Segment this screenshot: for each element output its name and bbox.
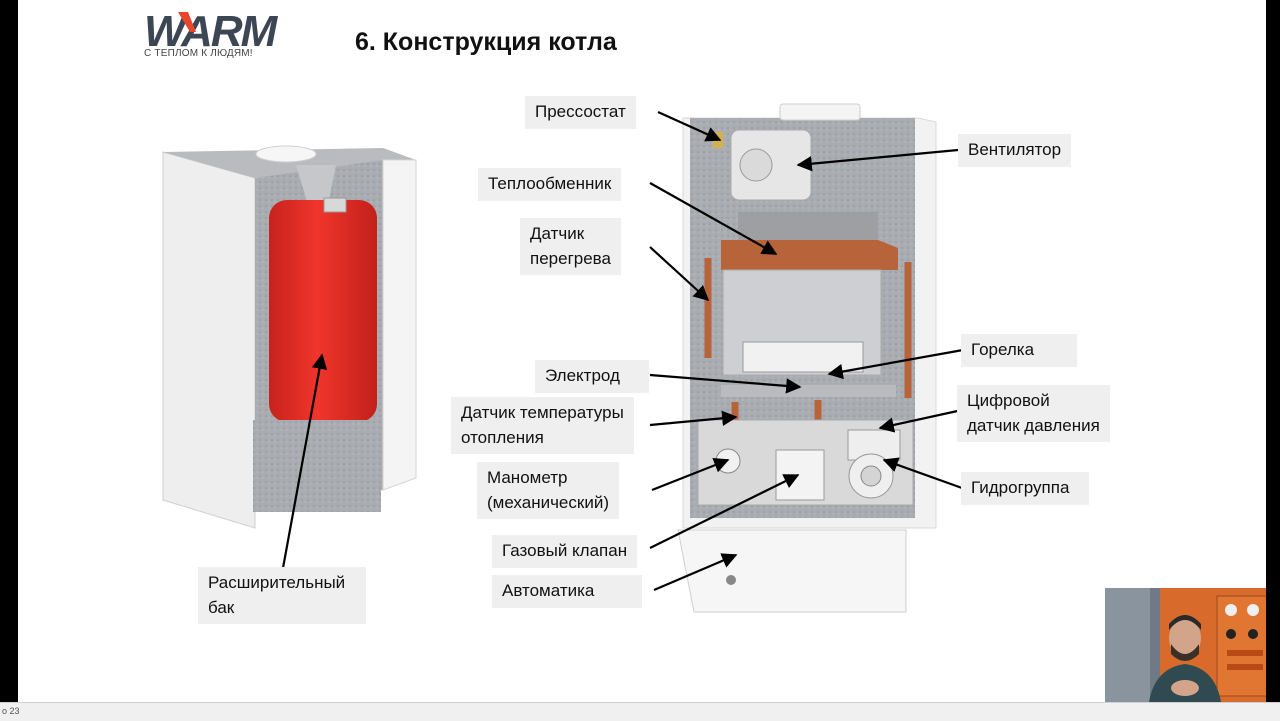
expansion-tank	[269, 200, 377, 422]
label-expansion-tank-line1: Расширительный	[208, 573, 346, 592]
label-heat-exchanger-text: Теплообменник	[488, 174, 612, 193]
label-heating-temp-sensor-line2: отопления	[461, 427, 544, 447]
label-heating-temp-sensor: Датчик температуры отопления	[451, 397, 634, 454]
label-heating-temp-sensor-line1: Датчик температуры	[461, 403, 624, 422]
status-bar: о 23	[0, 702, 1280, 721]
label-automation-text: Автоматика	[502, 581, 595, 600]
label-expansion-tank: Расширительный бак	[198, 567, 366, 624]
heat-exchanger	[721, 240, 898, 270]
gas-valve	[775, 449, 825, 501]
slide-title: 6. Конструкция котла	[355, 28, 617, 56]
logo-text: WARM	[144, 7, 279, 50]
leader-lines	[281, 110, 964, 592]
boiler-illustration	[162, 103, 964, 613]
label-digital-pressure-sensor-line1: Цифровой	[967, 391, 1050, 410]
warm-logo-wordmark: WARM	[144, 7, 281, 50]
label-burner: Горелка	[961, 334, 1077, 367]
burner	[742, 341, 864, 373]
presenter-video-frame	[1105, 588, 1266, 702]
label-expansion-tank-line2: бак	[208, 597, 235, 617]
label-gas-valve-text: Газовый клапан	[502, 541, 628, 560]
label-overheat-sensor: Датчик перегрева	[520, 218, 621, 275]
label-pressostat: Прессостат	[525, 96, 636, 129]
label-hydrogroup: Гидрогруппа	[961, 472, 1089, 505]
logo-accent-shape	[178, 12, 196, 32]
label-digital-pressure-sensor-line2: датчик давления	[967, 415, 1100, 435]
label-automation: Автоматика	[492, 575, 642, 608]
label-manometer-line1: Манометр	[487, 468, 568, 487]
presentation-slide: WARM С ТЕПЛОМ К ЛЮДЯМ! 6. Конструкция ко…	[18, 0, 1266, 702]
label-manometer-line2: (механический)	[487, 492, 609, 512]
expansion-tank-boiler-view	[162, 145, 417, 529]
label-overheat-sensor-line2: перегрева	[530, 248, 611, 268]
warm-logo: WARM С ТЕПЛОМ К ЛЮДЯМ!	[144, 6, 304, 64]
slide-indicator: о 23	[2, 706, 20, 716]
presenter-face	[1169, 618, 1201, 658]
logo-tagline: С ТЕПЛОМ К ЛЮДЯМ!	[144, 48, 253, 59]
label-pressostat-text: Прессостат	[535, 102, 626, 121]
label-digital-pressure-sensor: Цифровой датчик давления	[957, 385, 1110, 442]
presenter-webcam	[1105, 588, 1266, 702]
label-overheat-sensor-line1: Датчик	[530, 224, 585, 243]
label-electrode-text: Электрод	[545, 366, 620, 385]
control-unit	[677, 529, 907, 613]
label-burner-text: Горелка	[971, 340, 1035, 359]
label-manometer: Манометр (механический)	[477, 462, 619, 519]
open-boiler-view	[677, 103, 937, 613]
label-ventilator-text: Вентилятор	[968, 140, 1062, 159]
label-hydrogroup-text: Гидрогруппа	[971, 478, 1070, 497]
label-ventilator: Вентилятор	[958, 134, 1072, 167]
label-heat-exchanger: Теплообменник	[478, 168, 622, 201]
label-electrode: Электрод	[535, 360, 649, 393]
label-gas-valve: Газовый клапан	[492, 535, 638, 568]
